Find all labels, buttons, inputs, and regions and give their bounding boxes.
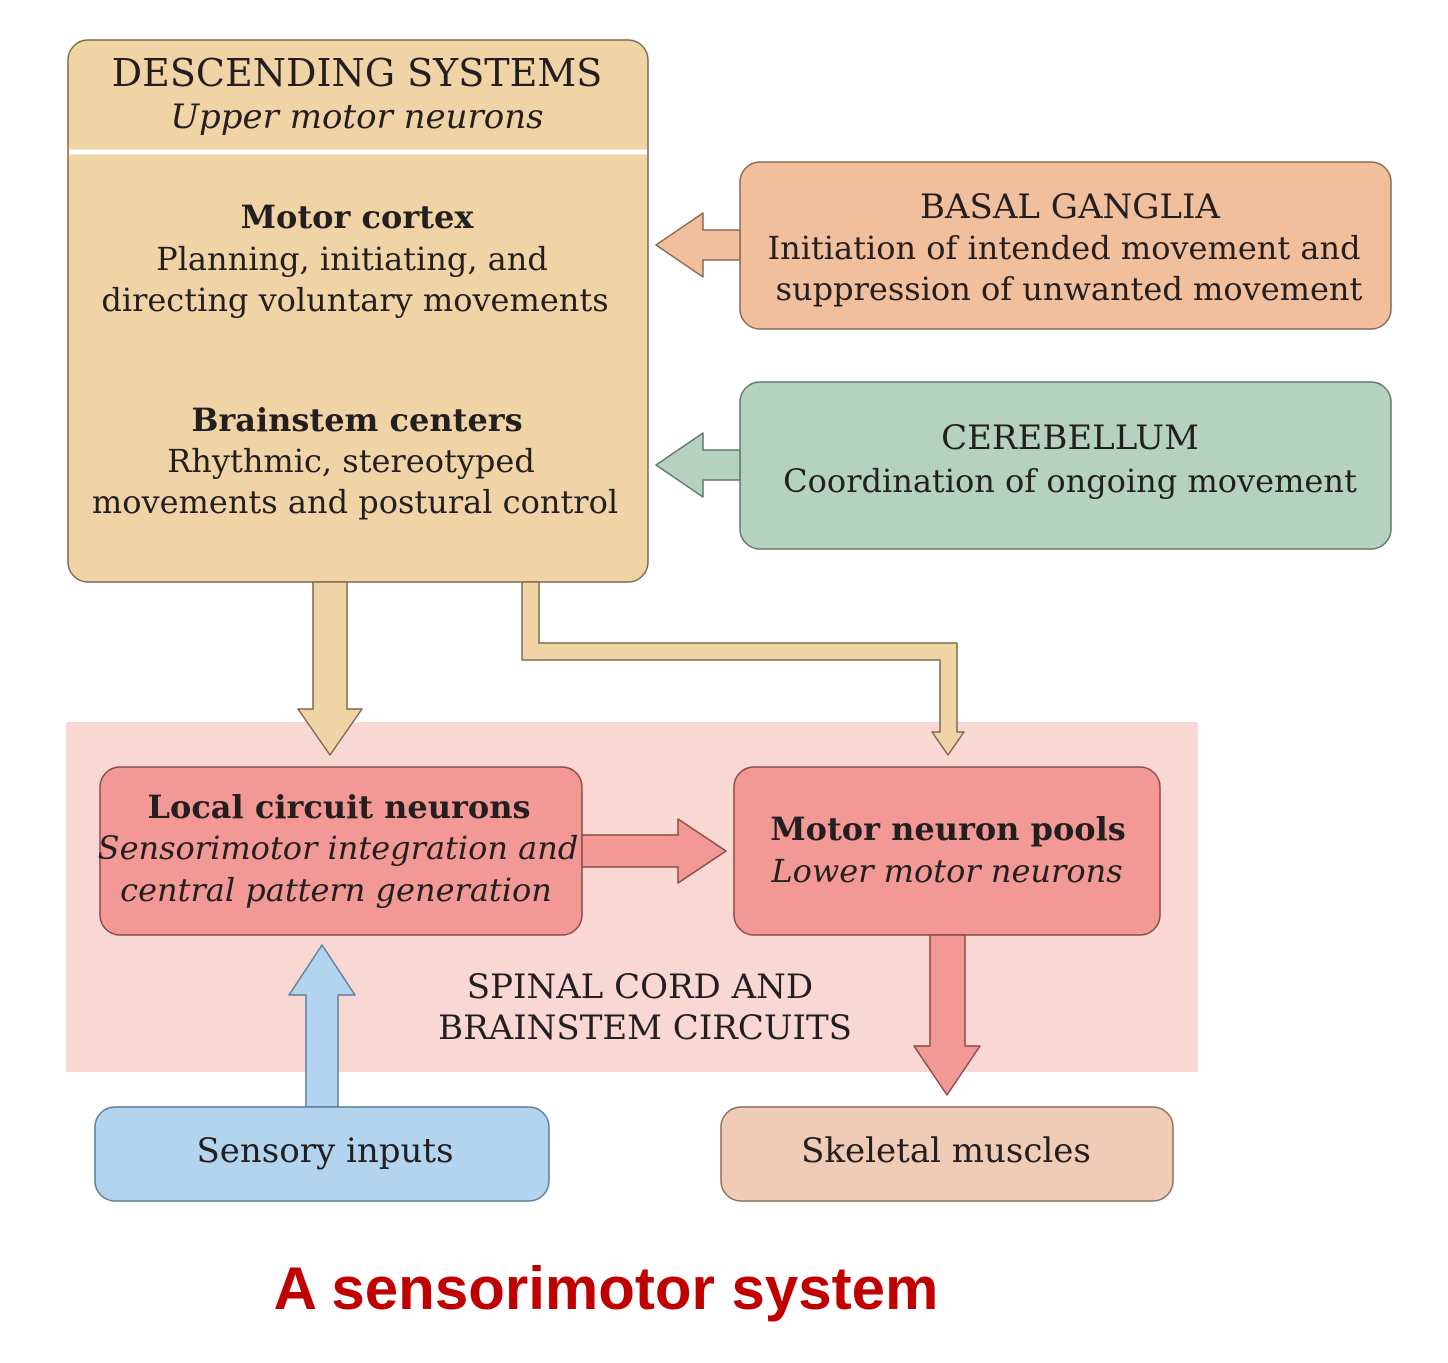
- basal-to-descending-arrow: [655, 212, 741, 278]
- cerebellum-line1: Coordination of ongoing movement: [783, 462, 1357, 500]
- skeletal-muscles-box: Skeletal muscles: [720, 1106, 1174, 1202]
- cerebellum-box: CEREBELLUM Coordination of ongoing movem…: [739, 381, 1392, 550]
- basal-ganglia-title: BASAL GANGLIA: [920, 187, 1220, 227]
- basal-ganglia-line2: suppression of unwanted movement: [776, 270, 1363, 308]
- spinal-region-label-line2: BRAINSTEM CIRCUITS: [438, 1008, 852, 1048]
- brainstem-heading: Brainstem centers: [191, 401, 522, 439]
- local-circuit-heading: Local circuit neurons: [147, 788, 530, 826]
- motor-cortex-line2: directing voluntary movements: [101, 281, 608, 319]
- local-circuit-line1: Sensorimotor integration and: [98, 829, 579, 867]
- pools-to-muscles-arrow: [913, 934, 981, 1096]
- descending-systems-box: DESCENDING SYSTEMS Upper motor neurons M…: [67, 39, 649, 583]
- local-circuit-line2: central pattern generation: [120, 871, 552, 909]
- spinal-region-label-line1: SPINAL CORD AND: [467, 967, 813, 1007]
- basal-ganglia-line1: Initiation of intended movement and: [767, 229, 1360, 267]
- motor-cortex-line1: Planning, initiating, and: [156, 240, 548, 278]
- basal-ganglia-box: BASAL GANGLIA Initiation of intended mov…: [739, 161, 1392, 330]
- motor-pools-heading: Motor neuron pools: [770, 810, 1126, 848]
- skeletal-muscles-label: Skeletal muscles: [801, 1131, 1091, 1171]
- local-circuit-neurons-box: Local circuit neurons Sensorimotor integ…: [98, 766, 583, 936]
- descending-subtitle: Upper motor neurons: [170, 97, 543, 137]
- sensory-inputs-label: Sensory inputs: [196, 1131, 453, 1171]
- footer-title: A sensorimotor system: [274, 1255, 939, 1322]
- cerebellum-title: CEREBELLUM: [941, 418, 1199, 458]
- descending-title: DESCENDING SYSTEMS: [112, 51, 603, 95]
- sensory-inputs-box: Sensory inputs: [94, 1106, 550, 1202]
- brainstem-line1: Rhythmic, stereotyped: [167, 442, 535, 480]
- local-to-pools-arrow: [581, 818, 727, 884]
- descending-to-local-arrow: [297, 581, 363, 756]
- sensory-to-local-arrow: [288, 944, 356, 1108]
- descending-to-pools-arrow: [521, 581, 965, 756]
- motor-neuron-pools-box: Motor neuron pools Lower motor neurons: [733, 766, 1161, 936]
- brainstem-line2: movements and postural control: [92, 483, 618, 521]
- motor-pools-subtitle: Lower motor neurons: [770, 852, 1122, 890]
- motor-cortex-heading: Motor cortex: [241, 198, 475, 236]
- cerebellum-to-descending-arrow: [655, 432, 741, 498]
